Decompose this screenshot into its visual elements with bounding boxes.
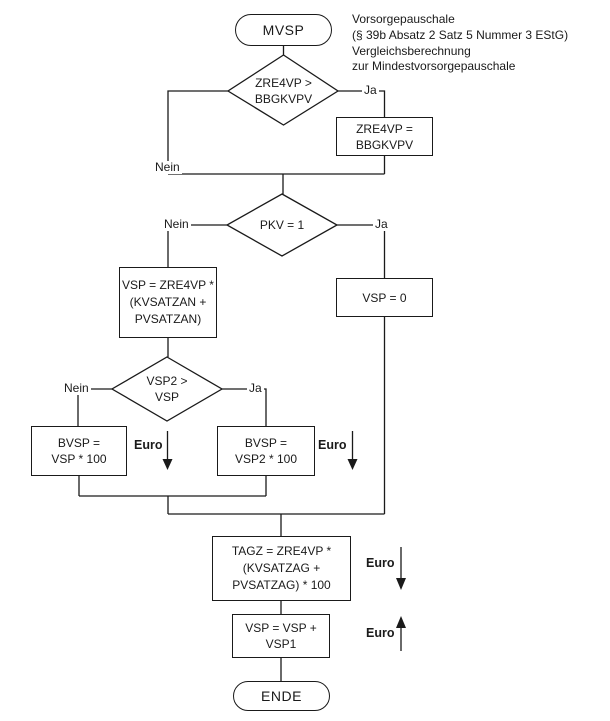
process-line: PVSATZAG) * 100 bbox=[232, 578, 331, 592]
process-line: BVSP = bbox=[244, 436, 288, 450]
edge-pkv-ja bbox=[337, 224, 386, 278]
end-label: ENDE bbox=[261, 688, 302, 704]
process-line: VSP = VSP + bbox=[245, 621, 317, 635]
title-line: Vergleichsberechnung bbox=[352, 43, 471, 58]
process-zre4vp-cap: ZRE4VP = BBGKVPV bbox=[336, 117, 433, 156]
edge-label-zre4vp-ja: Ja bbox=[362, 83, 379, 97]
process-line: PVSATZAN) bbox=[134, 312, 202, 326]
process-bvsp-vsp: BVSP = VSP * 100 bbox=[31, 426, 127, 476]
process-line: BVSP = bbox=[57, 436, 101, 450]
decision-line: BBGKVPV bbox=[254, 92, 313, 106]
euro-label-bvsp-vsp2: Euro bbox=[318, 438, 347, 452]
decision-zre4vp-text: ZRE4VP > BBGKVPV bbox=[228, 74, 339, 108]
process-line: VSP = ZRE4VP * bbox=[122, 278, 214, 292]
start-label: MVSP bbox=[262, 22, 305, 38]
decision-vsp2-text: VSP2 > VSP bbox=[112, 372, 222, 406]
end-terminal: ENDE bbox=[233, 681, 330, 711]
process-line: BBGKVPV bbox=[355, 137, 414, 152]
title-block: Vorsorgepauschale (§ 39b Absatz 2 Satz 5… bbox=[352, 12, 568, 75]
edge-label-vsp2-nein: Nein bbox=[62, 381, 91, 395]
start-terminal: MVSP bbox=[235, 14, 332, 46]
decision-line: VSP bbox=[154, 390, 179, 404]
process-vsp-an: VSP = ZRE4VP * (KVSATZAN + PVSATZAN) bbox=[119, 267, 217, 338]
process-line: VSP * 100 bbox=[51, 452, 107, 466]
process-line: VSP2 * 100 bbox=[234, 452, 298, 466]
process-bvsp-vsp2: BVSP = VSP2 * 100 bbox=[217, 426, 315, 476]
euro-down-arrowhead-3 bbox=[396, 578, 406, 590]
process-line: (KVSATZAG + bbox=[242, 561, 321, 575]
decision-line: ZRE4VP > bbox=[255, 76, 312, 90]
edge-vsp2-ja bbox=[222, 388, 267, 426]
euro-label-bvsp-vsp: Euro bbox=[134, 438, 163, 452]
title-line: Vorsorgepauschale bbox=[352, 12, 455, 26]
euro-label-tagz: Euro bbox=[366, 556, 395, 570]
process-line: ZRE4VP = bbox=[356, 121, 413, 136]
process-vsp-sum: VSP = VSP + VSP1 bbox=[232, 614, 330, 658]
euro-up-arrowhead-4 bbox=[396, 616, 406, 628]
decision-zre4vp-shape bbox=[226, 54, 340, 126]
edge-zre4vp-ja bbox=[338, 90, 386, 117]
edge-label-zre4vp-nein: Nein bbox=[153, 160, 182, 174]
process-tagz: TAGZ = ZRE4VP * (KVSATZAG + PVSATZAG) * … bbox=[212, 536, 351, 601]
decision-line: PKV = 1 bbox=[259, 218, 305, 232]
title-line: (§ 39b Absatz 2 Satz 5 Nummer 3 EStG) bbox=[352, 27, 569, 42]
process-line: VSP1 bbox=[265, 637, 297, 651]
euro-down-arrowhead-2 bbox=[347, 459, 358, 470]
process-line: TAGZ = ZRE4VP * bbox=[231, 544, 332, 558]
decision-line: VSP2 > bbox=[146, 374, 188, 388]
title-line: zur Mindestvorsorgepauschale bbox=[352, 59, 516, 74]
decision-pkv-text: PKV = 1 bbox=[227, 212, 337, 238]
euro-label-vsp-sum: Euro bbox=[366, 626, 395, 640]
edge-merge-bvsp bbox=[78, 476, 267, 514]
edge-pkv-nein bbox=[167, 224, 227, 267]
edge-label-pkv-ja: Ja bbox=[373, 217, 390, 231]
process-vsp-zero: VSP = 0 bbox=[336, 278, 433, 317]
decision-vsp2-shape bbox=[110, 356, 224, 422]
edge-label-pkv-nein: Nein bbox=[162, 217, 191, 231]
process-line: VSP = 0 bbox=[362, 290, 407, 305]
edge-zre4vp-nein bbox=[167, 90, 228, 174]
decision-pkv-shape bbox=[225, 193, 339, 257]
euro-down-arrowhead-1 bbox=[162, 459, 173, 470]
edge-label-vsp2-ja: Ja bbox=[247, 381, 264, 395]
process-line: (KVSATZAN + bbox=[129, 295, 207, 309]
